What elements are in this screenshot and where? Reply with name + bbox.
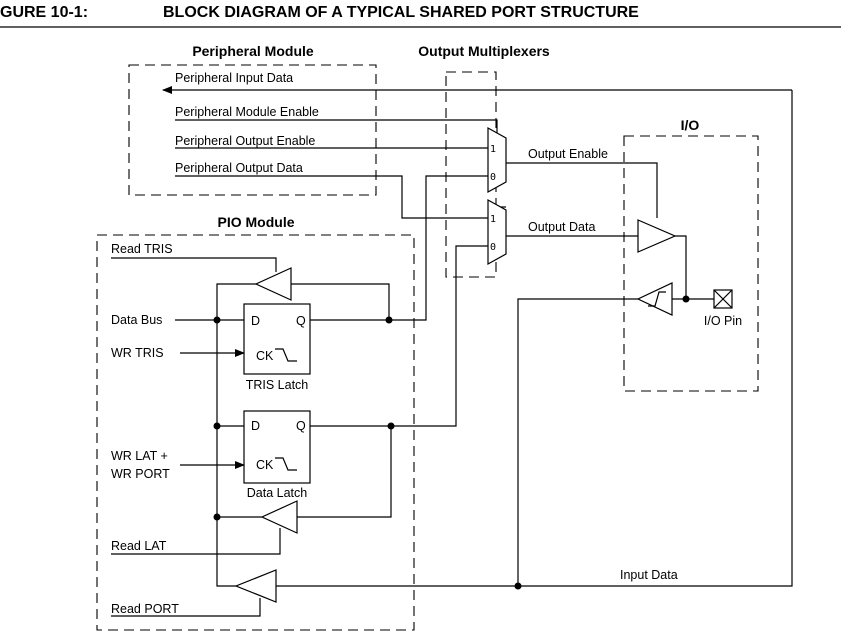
data-latch-feedback-wire: [297, 426, 392, 518]
tris-q-to-mux-wire: [310, 175, 488, 321]
pin-junction-dot: [682, 295, 690, 303]
output-buffer: [637, 219, 677, 253]
tris-q-junction-dot: [385, 316, 393, 324]
wr-tris-label: WR TRIS: [111, 346, 164, 360]
read-lat-enable-wire: [111, 528, 281, 555]
data-bus-junction-dot: [213, 316, 221, 324]
data-bus-label: Data Bus: [111, 313, 162, 327]
wr-port-label: WR PORT: [111, 467, 170, 481]
data-latch-d: D: [251, 419, 260, 433]
output-enable-wire: [506, 162, 658, 218]
input-data-junction-dot: [514, 582, 522, 590]
io-pin-label: I/O Pin: [704, 314, 742, 328]
read-lat-label: Read LAT: [111, 539, 167, 553]
schmitt-trigger-icon: [648, 291, 666, 307]
peripheral-module-enable-label: Peripheral Module Enable: [175, 105, 319, 119]
pio-module-title: PIO Module: [218, 214, 295, 230]
read-tris-label: Read TRIS: [111, 242, 173, 256]
data-latch-ck: CK: [256, 458, 274, 472]
input-data-vertical-wire: [517, 298, 638, 586]
mux-bottom-input-0: 0: [490, 242, 496, 253]
data-latch-box: [243, 410, 311, 484]
output-data-mux: [487, 198, 507, 266]
figure-title: BLOCK DIAGRAM OF A TYPICAL SHARED PORT S…: [163, 4, 639, 21]
tris-latch-name: TRIS Latch: [246, 378, 309, 392]
output-enable-mux: [487, 126, 507, 194]
figure-number: GURE 10-1:: [0, 4, 88, 21]
peripheral-output-enable-label: Peripheral Output Enable: [175, 134, 315, 148]
read-tris-buffer: [254, 267, 292, 301]
data-latch-name: Data Latch: [247, 486, 308, 500]
tris-latch-d: D: [251, 314, 260, 328]
tris-latch-ck: CK: [256, 349, 274, 363]
tris-latch-q: Q: [296, 314, 306, 328]
read-lat-junction-dot: [213, 513, 221, 521]
mux-bottom-input-1: 1: [490, 214, 496, 225]
tris-q-feedback-wire: [291, 283, 390, 320]
internal-data-bus-wire: [216, 283, 256, 587]
io-title: I/O: [681, 117, 700, 133]
output-multiplexers-title: Output Multiplexers: [418, 43, 550, 59]
data-latch-q: Q: [296, 419, 306, 433]
data-latch-q-to-mux-wire: [310, 245, 488, 427]
peripheral-module-boundary: [128, 64, 377, 196]
read-port-enable-wire: [111, 598, 261, 617]
peripheral-module-title: Peripheral Module: [192, 43, 314, 59]
input-data-label: Input Data: [620, 568, 678, 582]
tris-latch-box: [243, 303, 311, 375]
read-port-buffer: [234, 569, 277, 603]
peripheral-output-data-wire: [175, 175, 488, 219]
io-boundary: [623, 135, 759, 392]
mux-top-input-1: 1: [490, 144, 496, 155]
schmitt-input-buffer: [636, 282, 673, 316]
read-port-label: Read PORT: [111, 602, 179, 616]
peripheral-module-enable-wire: [175, 119, 498, 138]
input-data-wire: [276, 90, 793, 587]
peripheral-output-data-label: Peripheral Output Data: [175, 161, 303, 175]
read-tris-enable-wire: [111, 257, 277, 272]
pio-module-boundary: [96, 234, 415, 631]
mux-top-input-0: 0: [490, 172, 496, 183]
buffer-to-pin-wire: [675, 235, 687, 299]
peripheral-input-data-label: Peripheral Input Data: [175, 71, 293, 85]
tris-clock-edge-icon: [275, 348, 297, 362]
output-enable-label: Output Enable: [528, 147, 608, 161]
data-latch-clock-edge-icon: [275, 457, 297, 471]
wr-lat-label: WR LAT +: [111, 449, 168, 463]
data-latch-d-junction-dot: [213, 422, 221, 430]
io-pin-icon: [713, 289, 733, 309]
read-lat-buffer: [260, 500, 298, 534]
output-data-label: Output Data: [528, 220, 595, 234]
